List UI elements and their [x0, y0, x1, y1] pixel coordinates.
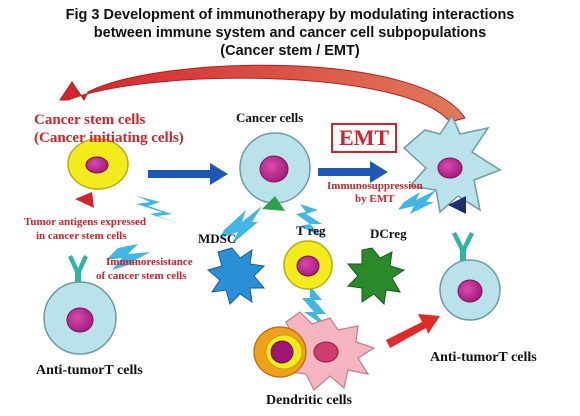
label-cancer-cells: Cancer cells [236, 110, 304, 125]
emt-cell-triangle [448, 196, 466, 214]
bolt-treg-to-cancer [296, 204, 324, 238]
emt-cell [402, 114, 502, 214]
arrow-dendritic-to-tcell [386, 314, 440, 348]
feedback-arch-arrow [59, 64, 466, 123]
label-cancer-stem-cells: Cancer stem cells [34, 112, 146, 128]
mdsc-cell [206, 247, 266, 305]
label-mdsc: MDSC [198, 231, 237, 246]
label-of-cancer-stem-cells: of cancer stem cells [96, 270, 187, 282]
title-line-1: Fig 3 Development of immunotherapy by mo… [65, 7, 515, 23]
label-cancer-initiating-cells: (Cancer initiating cells) [34, 130, 184, 146]
label-by-emt: by EMT [355, 193, 395, 205]
bolt-antigen-lower [106, 244, 150, 270]
bolt-treg-to-dendritic [302, 286, 330, 330]
dcreg-cell [346, 247, 406, 306]
label-anti-tumor-t-cells-right: Anti-tumorT cells [430, 350, 537, 365]
tcr-receptor-left [68, 255, 88, 285]
cancer-cell-triangle [262, 196, 285, 211]
title-line-3: (Cancer stem / EMT) [220, 43, 360, 59]
anti-tumor-t-cell-right [439, 259, 501, 321]
label-immunoresistance: Immunoresistance [106, 256, 193, 268]
label-emt: EMT [338, 125, 390, 150]
cancer-cell [239, 132, 311, 204]
treg-cell [283, 240, 333, 290]
arrow-cancer-to-emt [318, 161, 388, 183]
label-anti-tumor-t-cells-left: Anti-tumorT cells [36, 363, 143, 378]
label-immunosuppression: Immunosuppression [327, 180, 423, 192]
label-dendritic-cells: Dendritic cells [266, 393, 352, 408]
label-in-cancer-stem-cells: in cancer stem cells [36, 230, 127, 242]
label-treg: T reg [296, 223, 326, 238]
bolt-mdsc-to-cancer [220, 206, 262, 244]
tcr-receptor-right [452, 232, 474, 262]
label-tumor-antigens: Tumor antigens expressed [24, 216, 147, 228]
anti-tumor-t-cell-left [43, 281, 117, 355]
title-line-2: between immune system and cancer cell su… [93, 25, 487, 41]
dendritic-cell-complex [253, 311, 376, 391]
tumor-antigen-triangle [75, 192, 94, 208]
arrow-stem-to-cancer [148, 163, 228, 185]
emt-box: EMT [331, 123, 397, 153]
label-dcreg: DCreg [370, 226, 407, 241]
bolt-stem-right [136, 196, 180, 224]
bolt-emt-suppression [398, 190, 436, 214]
cancer-stem-cell [67, 138, 129, 190]
